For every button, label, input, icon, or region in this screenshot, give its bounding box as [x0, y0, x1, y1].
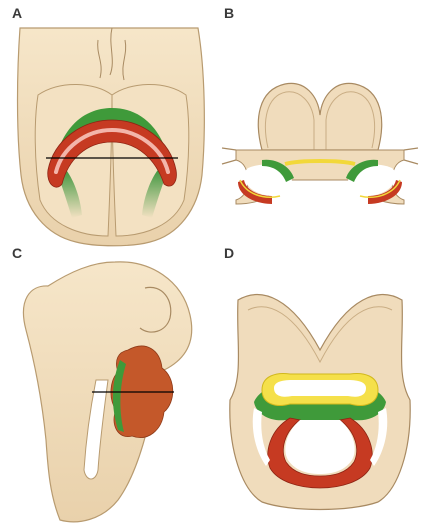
heart-lumen	[285, 420, 354, 474]
neural-plate-section	[258, 83, 381, 150]
panel-label-b: B	[224, 5, 234, 21]
panel-label-d: D	[224, 245, 234, 261]
panel-c: C	[12, 245, 192, 522]
endoderm-lumen	[274, 380, 366, 397]
panel-a: A	[12, 5, 204, 246]
panel-label-a: A	[12, 5, 22, 21]
panel-b: B	[222, 5, 418, 204]
panel-d: D	[224, 245, 410, 510]
panel-label-c: C	[12, 245, 22, 261]
